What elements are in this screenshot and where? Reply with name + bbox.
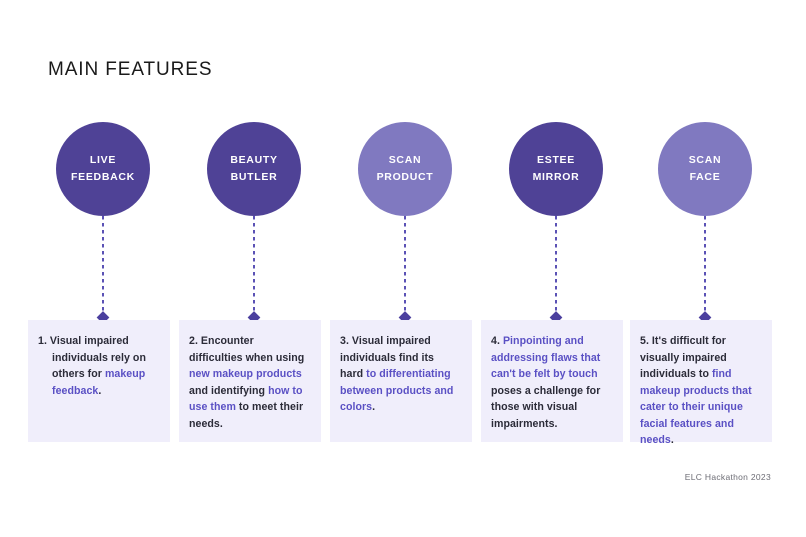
feature-column-beauty-butler: BEAUTY BUTLER 2. Encounter difficulties wh… (179, 118, 329, 448)
page-title: MAIN FEATURES (48, 59, 213, 80)
footer-credit: ELC Hackathon 2023 (684, 472, 771, 482)
feature-circle-label-line: PRODUCT (376, 171, 434, 183)
connector-line-scan-product (404, 216, 406, 318)
feature-card-text: 1. Visual impaired individuals rely on o… (38, 333, 158, 399)
feature-circle-scan-face[interactable]: SCAN FACE (658, 122, 752, 216)
feature-card-scan-face: 5. It's difficult for visually impaired … (630, 320, 772, 446)
feature-circle-live-feedback[interactable]: LIVE FEEDBACK (56, 122, 150, 216)
card-text-highlight: Pinpointing and addressing flaws that ca… (491, 335, 601, 380)
card-text-plain: to meet their needs. (189, 401, 304, 430)
feature-column-live-feedback: LIVE FEEDBACK 1. Visual impaired individua… (28, 118, 178, 448)
card-text-plain: and identifying (189, 384, 269, 397)
card-text-plain: . (372, 401, 376, 413)
feature-card-beauty-butler: 2. Encounter difficulties when using new… (179, 320, 321, 442)
feature-card-scan-product: 3. Visual impaired individuals find its … (330, 320, 472, 442)
feature-circle-beauty-butler[interactable]: BEAUTY BUTLER (207, 122, 301, 216)
card-text-plain: 1. Visual impaired individuals rely on o… (38, 335, 146, 380)
card-text-plain: . (670, 434, 674, 446)
feature-circle-label-line: ESTEE (537, 154, 575, 166)
feature-card-text: 3. Visual impaired individuals find its … (340, 333, 460, 416)
card-text-highlight: find makeup products that cater to their… (640, 368, 752, 446)
feature-card-live-feedback: 1. Visual impaired individuals rely on o… (28, 320, 170, 442)
feature-circle-label-line: FEEDBACK (71, 171, 135, 183)
card-text-highlight: new makeup products (189, 368, 302, 380)
connector-line-beauty-butler (253, 216, 255, 318)
card-text-highlight: how to use them (189, 384, 303, 414)
feature-card-text: 4. Pinpointing and addressing flaws that… (491, 333, 611, 432)
connector-line-live-feedback (102, 216, 104, 318)
feature-circle-estee-mirror[interactable]: ESTEE MIRROR (509, 122, 603, 216)
card-text-highlight: to differentiating between products and … (340, 368, 454, 413)
feature-column-estee-mirror: ESTEE MIRROR 4. Pinpointing and addressing… (481, 118, 631, 448)
card-text-plain: . (98, 384, 102, 397)
feature-circle-label-line: LIVE (89, 154, 117, 166)
feature-card-estee-mirror: 4. Pinpointing and addressing flaws that… (481, 320, 623, 442)
feature-card-text: 2. Encounter difficulties when using new… (189, 333, 309, 432)
card-text-plain: 2. Encounter difficulties when using (189, 335, 305, 364)
feature-circle-scan-product[interactable]: SCAN PRODUCT (358, 122, 452, 216)
feature-circle-label-line: BEAUTY (230, 154, 278, 166)
card-text-highlight: makeup feedback (52, 368, 146, 397)
card-text-plain: 4. (491, 335, 503, 347)
feature-circle-label-line: SCAN (388, 154, 422, 166)
feature-circle-label-line: BUTLER (230, 171, 278, 183)
connector-line-estee-mirror (555, 216, 557, 318)
connector-line-scan-face (704, 216, 706, 318)
feature-circle-label-line: SCAN (688, 154, 722, 166)
feature-circle-label-line: FACE (689, 171, 721, 183)
card-text-plain: poses a challenge for those with visual … (491, 384, 601, 430)
card-text-plain: 3. Visual impaired individuals find its … (340, 335, 434, 380)
feature-circle-label-line: MIRROR (532, 171, 580, 183)
feature-column-scan-face: SCAN FACE 5. It's difficult for visually i… (630, 118, 780, 448)
card-text-plain: 5. It's difficult for visually impaired … (640, 335, 727, 380)
feature-column-scan-product: SCAN PRODUCT 3. Visual impaired individual… (330, 118, 480, 448)
feature-card-text: 5. It's difficult for visually impaired … (640, 333, 760, 449)
